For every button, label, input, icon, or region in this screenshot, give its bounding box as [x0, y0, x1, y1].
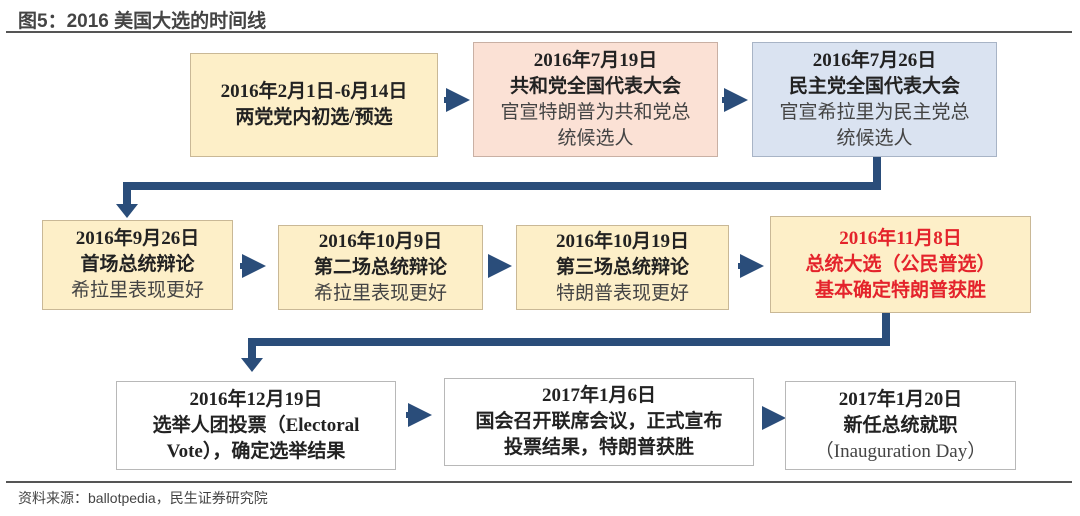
event-date: 2017年1月6日 [541, 385, 656, 406]
event-inauguration: 2017年1月20日 新任总统就职 （Inauguration Day） [785, 381, 1016, 470]
event-debate-1: 2016年9月26日 首场总统辩论 希拉里表现更好 [42, 220, 233, 310]
event-desc: 希拉里表现更好 [313, 282, 447, 304]
event-title: 总统大选（公民普选） [805, 253, 996, 275]
row-connector-1 [123, 157, 881, 208]
event-date: 2016年2月1日-6月14日 [220, 81, 408, 102]
event-congress-count: 2017年1月6日 国会召开联席会议，正式宣布 投票结果，特朗普获胜 [444, 378, 754, 466]
event-desc: （Inauguration Day） [814, 440, 987, 462]
event-title: 民主党全国代表大会 [788, 75, 960, 97]
event-date: 2016年10月9日 [318, 230, 443, 252]
event-title: 首场总统辩论 [80, 254, 195, 275]
event-desc: 投票结果，特朗普获胜 [503, 437, 694, 458]
event-date: 2017年1月20日 [838, 388, 963, 410]
event-date: 2016年11月8日 [839, 227, 962, 249]
arrow-down-icon [241, 358, 263, 372]
event-desc: 官宣希拉里为民主党总 [779, 101, 970, 123]
event-primaries: 2016年2月1日-6月14日 两党党内初选/预选 [190, 53, 438, 157]
event-title: 第三场总统辩论 [555, 256, 689, 278]
event-desc: 希拉里表现更好 [70, 280, 204, 301]
event-title: 选举人团投票（Electoral [152, 414, 360, 436]
event-title: 新任总统就职 [843, 414, 958, 436]
event-desc: 统候选人 [557, 127, 634, 149]
event-rnc: 2016年7月19日 共和党全国代表大会 官宣特朗普为共和党总 统候选人 [473, 42, 718, 157]
event-title: 第二场总统辩论 [313, 256, 447, 278]
footer-divider [6, 481, 1072, 483]
event-date: 2016年9月26日 [75, 228, 200, 249]
figure-title: 图5：2016 美国大选的时间线 [18, 11, 267, 32]
source-note: 资料来源：ballotpedia，民生证券研究院 [18, 490, 268, 506]
event-desc: 官宣特朗普为共和党总 [500, 101, 691, 123]
event-title: 两党党内初选/预选 [235, 107, 393, 128]
event-desc: 基本确定特朗普获胜 [814, 279, 986, 301]
event-debate-3: 2016年10月19日 第三场总统辩论 特朗普表现更好 [516, 225, 729, 310]
event-desc: 特朗普表现更好 [555, 282, 689, 304]
event-general-election: 2016年11月8日 总统大选（公民普选） 基本确定特朗普获胜 [770, 216, 1031, 313]
event-title: 国会召开联席会议，正式宣布 [475, 411, 723, 432]
title-divider [6, 31, 1072, 33]
event-date: 2016年10月19日 [555, 230, 689, 252]
event-debate-2: 2016年10月9日 第二场总统辩论 希拉里表现更好 [278, 225, 483, 310]
event-date: 2016年7月19日 [533, 49, 658, 71]
event-date: 2016年7月26日 [812, 49, 937, 71]
event-title: 共和党全国代表大会 [509, 75, 681, 97]
event-dnc: 2016年7月26日 民主党全国代表大会 官宣希拉里为民主党总 统候选人 [752, 42, 997, 157]
event-desc: 统候选人 [836, 127, 913, 149]
arrow-down-icon [116, 204, 138, 218]
event-electoral-vote: 2016年12月19日 选举人团投票（Electoral Vote），确定选举结… [116, 381, 396, 470]
event-date: 2016年12月19日 [189, 388, 323, 410]
event-desc: Vote），确定选举结果 [166, 440, 346, 462]
row-connector-2 [248, 313, 890, 360]
